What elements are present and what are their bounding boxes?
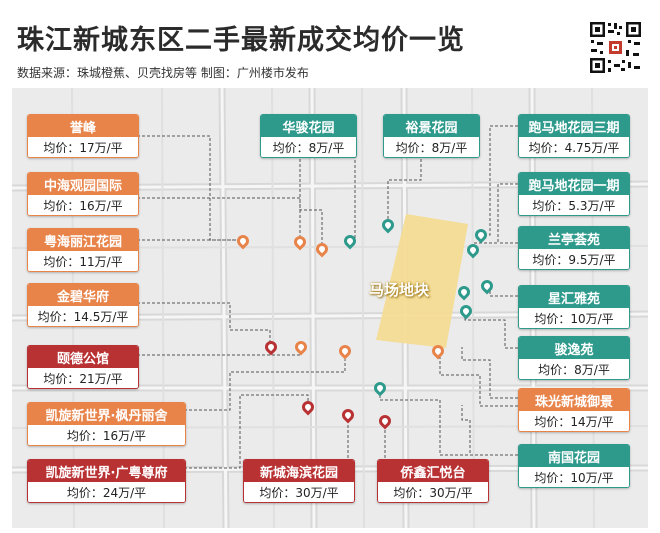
card-nanguo[interactable]: 南国花园 均价：10万/平	[518, 444, 630, 488]
pin-paoma3[interactable]	[472, 226, 490, 244]
card-name: 骏逸苑	[519, 337, 629, 359]
card-yuyi[interactable]: 誉峰 均价：17万/平	[27, 114, 139, 158]
card-price: 均价：14万/平	[519, 411, 629, 431]
source-credit: 数据来源：珠城橙蕉、贝壳找房等 制图：广州楼市发布	[17, 66, 309, 80]
page-title: 珠江新城东区二手最新成交均价一览	[17, 25, 465, 56]
card-price: 均价：24万/平	[28, 482, 185, 502]
card-paoma1[interactable]: 跑马地花园一期 均价：5.3万/平	[518, 172, 630, 216]
card-zhuguang[interactable]: 珠光新城御景 均价：14万/平	[518, 388, 630, 432]
card-price: 均价：14.5万/平	[28, 306, 138, 326]
pin-yujing[interactable]	[379, 216, 397, 234]
card-name: 华骏花园	[261, 115, 356, 137]
card-price: 均价：11万/平	[28, 251, 138, 271]
card-yuexiu[interactable]: 粤海丽江花园 均价：11万/平	[27, 228, 139, 272]
card-huajun[interactable]: 华骏花园 均价：8万/平	[260, 114, 357, 158]
card-qiaoxin[interactable]: 侨鑫汇悦台 均价：30万/平	[377, 459, 489, 503]
card-name: 兰亭荟苑	[519, 227, 629, 249]
card-paoma3[interactable]: 跑马地花园三期 均价：4.75万/平	[518, 114, 630, 158]
plot-label: 马场地块	[369, 281, 430, 299]
card-price: 均价：8万/平	[261, 137, 356, 157]
card-kaixuan1[interactable]: 凯旋新世界·枫丹丽舍 均价：16万/平	[27, 402, 186, 446]
card-kaixuan2[interactable]: 凯旋新世界·广粤尊府 均价：24万/平	[27, 459, 186, 503]
racecourse-plot	[376, 214, 468, 348]
pin-jinbi[interactable]	[292, 338, 310, 356]
card-name: 星汇雅苑	[519, 286, 629, 308]
header: 珠江新城东区二手最新成交均价一览 数据来源：珠城橙蕉、贝壳找房等 制图：广州楼市…	[0, 0, 660, 88]
card-name: 裕景花园	[384, 115, 479, 137]
card-price: 均价：10万/平	[519, 308, 629, 328]
card-price: 均价：30万/平	[244, 482, 354, 502]
card-name: 颐德公馆	[28, 346, 138, 368]
card-price: 均价：30万/平	[378, 482, 488, 502]
pin-yuexiu[interactable]	[234, 232, 252, 250]
card-junyi[interactable]: 骏逸苑 均价：8万/平	[518, 336, 630, 380]
pin-nanguo[interactable]	[371, 379, 389, 397]
card-price: 均价：16万/平	[28, 195, 138, 215]
card-name: 侨鑫汇悦台	[378, 460, 488, 482]
card-price: 均价：17万/平	[28, 137, 138, 157]
card-xincheng[interactable]: 新城海滨花园 均价：30万/平	[243, 459, 355, 503]
pin-zhuguang[interactable]	[429, 342, 447, 360]
card-price: 均价：10万/平	[519, 467, 629, 487]
card-price: 均价：5.3万/平	[519, 195, 629, 215]
pin-paoma1[interactable]	[464, 241, 482, 259]
pin-xinghui[interactable]	[478, 277, 496, 295]
card-yide[interactable]: 颐德公馆 均价：21万/平	[27, 345, 139, 389]
card-name: 誉峰	[28, 115, 138, 137]
card-name: 跑马地花园三期	[519, 115, 629, 137]
pin-kaixuan1[interactable]	[336, 342, 354, 360]
pin-lanting[interactable]	[455, 283, 473, 301]
card-name: 中海观园国际	[28, 173, 138, 195]
pin-junyi[interactable]	[457, 302, 475, 320]
card-name: 粤海丽江花园	[28, 229, 138, 251]
card-xinghui[interactable]: 星汇雅苑 均价：10万/平	[518, 285, 630, 329]
pin-yuyi[interactable]	[313, 240, 331, 258]
card-price: 均价：8万/平	[519, 359, 629, 379]
card-jinbi[interactable]: 金碧华府 均价：14.5万/平	[27, 283, 139, 327]
card-name: 金碧华府	[28, 284, 138, 306]
pin-yide[interactable]	[262, 338, 280, 356]
card-name: 凯旋新世界·广粤尊府	[28, 460, 185, 482]
card-zhonghai[interactable]: 中海观园国际 均价：16万/平	[27, 172, 139, 216]
card-price: 均价：4.75万/平	[519, 137, 629, 157]
card-price: 均价：9.5万/平	[519, 249, 629, 269]
card-name: 南国花园	[519, 445, 629, 467]
card-name: 珠光新城御景	[519, 389, 629, 411]
card-lanting[interactable]: 兰亭荟苑 均价：9.5万/平	[518, 226, 630, 270]
pin-zhonghai[interactable]	[291, 233, 309, 251]
qr-code-icon[interactable]	[588, 20, 643, 75]
pin-kaixuan2[interactable]	[299, 398, 317, 416]
card-name: 新城海滨花园	[244, 460, 354, 482]
card-name: 凯旋新世界·枫丹丽舍	[28, 403, 185, 425]
pin-xincheng[interactable]	[339, 406, 357, 424]
card-price: 均价：21万/平	[28, 368, 138, 388]
pin-huajun[interactable]	[341, 232, 359, 250]
card-price: 均价：8万/平	[384, 137, 479, 157]
card-price: 均价：16万/平	[28, 425, 185, 445]
card-name: 跑马地花园一期	[519, 173, 629, 195]
pin-qiaoxin[interactable]	[376, 412, 394, 430]
card-yujing[interactable]: 裕景花园 均价：8万/平	[383, 114, 480, 158]
